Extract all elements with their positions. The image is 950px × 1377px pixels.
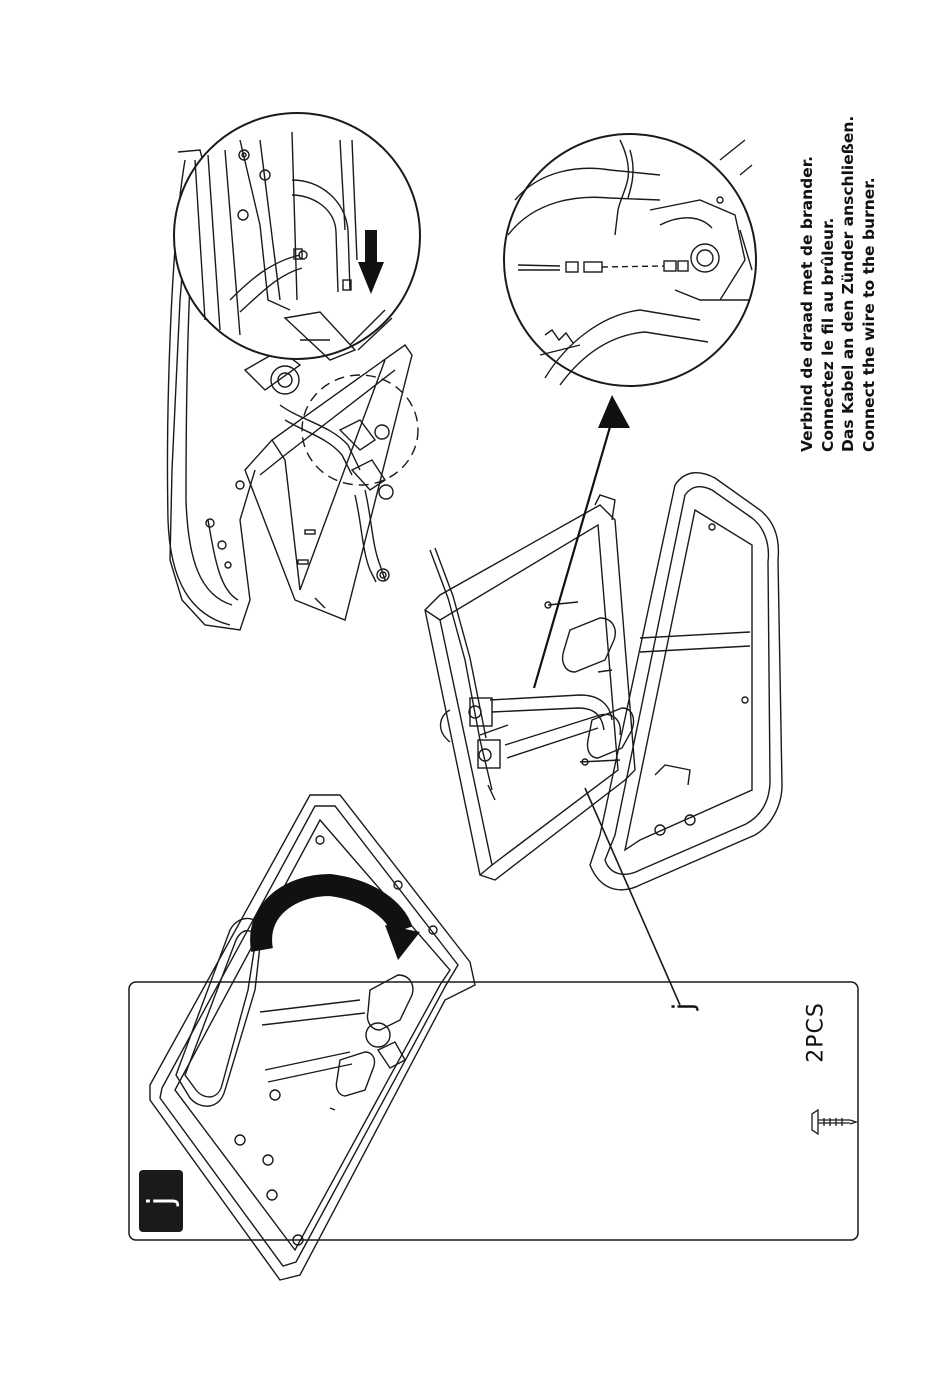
grill-body-drawing — [150, 795, 475, 1280]
legend-box-final — [129, 982, 858, 1240]
rotate-arrow-icon — [261, 885, 420, 960]
quantity-label: 2PCS — [804, 1001, 829, 1065]
legend-rect — [129, 982, 858, 1240]
pointer-line-j — [585, 788, 680, 1005]
parts-box-outline-visible — [129, 982, 857, 1240]
parts-box-real — [129, 982, 858, 1240]
visible-parts-box — [129, 982, 858, 1240]
parts-legend-rect — [129, 982, 858, 1240]
parts-count-box — [129, 982, 858, 1240]
part-letter: j — [138, 1181, 184, 1221]
parts-box-drawn — [129, 982, 858, 1240]
legend-box — [129, 982, 858, 1240]
instructions: Verbind de draad met de brander. Connect… — [797, 92, 879, 452]
parts-legend-outline — [129, 982, 858, 1240]
parts-list-box — [129, 982, 858, 1240]
zoom-detail-top — [174, 113, 420, 360]
legend-outline — [129, 982, 858, 1240]
parts-box-border-final — [129, 982, 858, 1240]
callout-label-j: j — [667, 992, 700, 1022]
screw-icon — [812, 1110, 856, 1134]
legend-box-vertical — [129, 982, 858, 1240]
instruction-nl: Verbind de draad met de brander. — [797, 92, 818, 452]
parts-frame — [129, 982, 858, 1240]
legend-box-outline — [129, 982, 858, 1240]
parts-legend — [129, 982, 858, 1240]
assembled-grill-drawing — [425, 473, 782, 890]
legend-frame — [129, 982, 858, 1240]
legend-frame-final — [129, 982, 858, 1240]
instruction-fr: Connectez le fil au brûleur. — [818, 92, 839, 452]
arrow-to-detail-icon — [534, 395, 630, 688]
quantity-box — [129, 982, 858, 1240]
instruction-en: Connect the wire to the burner. — [859, 92, 880, 452]
parts-callout-box — [129, 982, 858, 1240]
legend-border — [129, 982, 858, 1240]
legend-strip — [129, 982, 858, 1240]
instruction-de: Das Kabel an den Zünder anschließen. — [838, 92, 859, 452]
box-outline — [129, 982, 858, 1240]
legend-border-rect — [129, 982, 858, 1240]
parts-legend-frame — [129, 982, 858, 1240]
zoom-detail-right — [504, 134, 756, 386]
